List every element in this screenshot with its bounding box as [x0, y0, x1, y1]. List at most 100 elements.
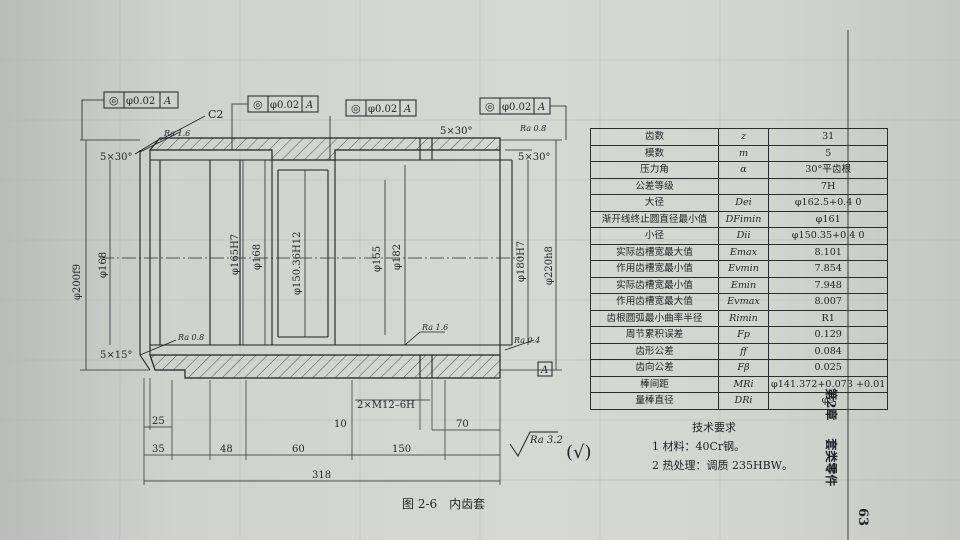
spec-name: 模数	[590, 144, 719, 162]
spec-symbol: Fβ	[718, 359, 769, 377]
spec-symbol: ff	[718, 342, 769, 360]
spec-value: 8.101	[767, 243, 889, 261]
dimension-label: 10	[334, 419, 347, 430]
drawing-text: φ0.02	[126, 96, 155, 107]
roughness-label: Ra 0.8	[519, 124, 546, 133]
spec-symbol: z	[718, 128, 769, 146]
chapter-number: 第2章	[824, 388, 838, 421]
diameter-label: φ200f9	[72, 264, 83, 300]
spec-name: 实际齿槽宽最大值	[590, 243, 719, 261]
spec-value: 0.025	[767, 359, 889, 377]
diameter-label: φ150.36H12	[292, 232, 303, 295]
datum-label: A	[540, 365, 548, 376]
spec-name: 量棒直径	[590, 392, 719, 410]
figure-caption: 图 2-6 内齿套	[402, 497, 485, 511]
spec-symbol	[718, 177, 769, 195]
dimension-label: 48	[220, 444, 233, 455]
diameter-label: φ168	[252, 244, 263, 270]
spec-name: 齿数	[590, 128, 719, 146]
tech-requirement-item: 1 材料：40Cr钢。	[652, 440, 746, 453]
technical-requirements: 技术要求 1 材料：40Cr钢。 2 热处理：调质 235HBW。	[652, 418, 793, 475]
dimension-label: 60	[292, 444, 305, 455]
spec-value: 31	[767, 128, 889, 146]
spec-name: 小径	[590, 227, 719, 245]
tolerance-frame-4: ◎ φ0.02 A	[479, 97, 551, 115]
spec-name: 实际齿槽宽最小值	[590, 276, 719, 294]
spec-value: φ9	[767, 392, 889, 410]
spec-name: 周节累积误差	[590, 326, 719, 344]
spec-symbol: DFimin	[718, 210, 769, 228]
spec-value: R1	[767, 309, 889, 327]
spec-name: 齿向公差	[590, 359, 719, 377]
tech-requirement-item: 2 热处理：调质 235HBW。	[652, 459, 793, 472]
spec-value: 0.084	[767, 342, 889, 360]
spec-value: 8.007	[767, 293, 889, 311]
spec-name: 齿根圆弧最小曲率半径	[590, 309, 719, 327]
drawing-text: A	[163, 96, 171, 107]
extension-lines	[80, 139, 562, 485]
spec-value: 7.948	[767, 276, 889, 294]
drawing-text: φ0.02	[502, 102, 531, 113]
spec-value: 7.854	[767, 260, 889, 278]
tolerance-frame-2: ◎ φ0.02 A	[247, 95, 319, 113]
upper-wall-section	[148, 137, 501, 161]
roughness-symbol-icon	[509, 431, 558, 457]
spec-value: φ162.5+0.4 0	[767, 194, 889, 212]
spec-value: φ150.35+0.4 0	[767, 227, 889, 245]
spec-value: 5	[767, 144, 889, 162]
diameter-label: φ220h8	[544, 246, 555, 285]
datum-box	[537, 361, 553, 377]
dimension-label: 25	[152, 416, 165, 427]
dimension-label: 318	[312, 470, 331, 481]
chamfer-right-top: 5×30°	[518, 152, 550, 163]
chamfer-left-top: 5×30°	[100, 152, 132, 163]
diameter-label: φ155	[372, 246, 383, 272]
chamfer-left-bottom: 5×15°	[100, 350, 132, 361]
thread-callout: 2×M12–6H	[357, 400, 415, 411]
spec-value: 30°平齿根	[767, 161, 889, 179]
diameter-label: φ180H7	[516, 241, 527, 282]
spec-row: 公差等级 7H	[590, 177, 889, 195]
spec-symbol: MRi	[718, 375, 769, 393]
tolerance-frame-3: ◎ φ0.02 A	[345, 99, 417, 117]
diameter-dimension-lines	[85, 140, 557, 370]
spec-value: 0.129	[767, 326, 889, 344]
length-dimension-lines	[144, 399, 500, 482]
diameter-label: φ168	[98, 252, 109, 278]
chapter-running-head: 第2章套类零件	[823, 388, 840, 504]
spec-symbol: m	[718, 144, 769, 162]
dimension-label: 150	[392, 444, 411, 455]
drawing-text: A	[537, 102, 545, 113]
spec-name: 渐开线终止圆直径最小值	[590, 210, 719, 228]
spec-symbol: Evmin	[718, 260, 769, 278]
dimension-label: 70	[456, 419, 469, 430]
spec-name: 公差等级	[590, 177, 719, 195]
page-number: 63	[855, 508, 870, 527]
spec-name: 压力角	[590, 161, 719, 179]
spec-name: 作用齿槽宽最大值	[590, 293, 719, 311]
coaxiality-icon: ◎	[485, 100, 495, 113]
drawing-text: φ0.02	[368, 104, 397, 115]
roughness-label: Ra 0.8	[177, 333, 204, 342]
chapter-title: 套类零件	[824, 438, 838, 487]
lower-wall-section	[149, 354, 501, 379]
spec-value: 7H	[767, 177, 889, 195]
spec-name: 作用齿槽宽最小值	[590, 260, 719, 278]
